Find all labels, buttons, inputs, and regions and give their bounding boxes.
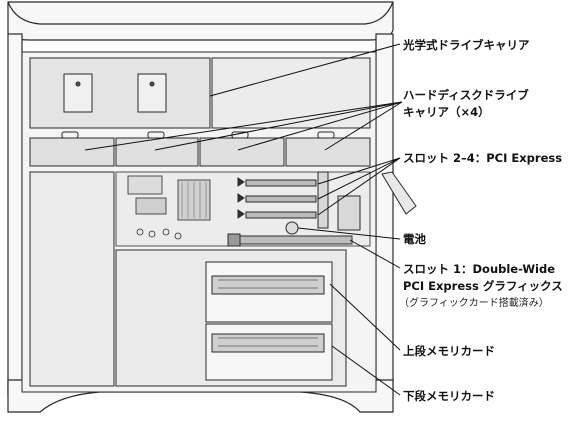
memory-bay [115,249,347,387]
label-slot1-line1: スロット 1：Double-Wide [403,262,556,276]
optical-drive-bays [29,57,371,129]
left-bay [29,171,115,387]
label-battery: 電池 [403,232,426,246]
label-slots-2-4: スロット 2–4：PCI Express [403,151,563,165]
pcie-slot-1 [227,233,353,247]
battery-cell [285,221,299,235]
pcie-slots-2-4 [237,171,361,231]
side-latch [381,171,417,215]
label-hdd-carrier-line1: ハードディスクドライブ [403,88,529,102]
label-lower-memory-card: 下段メモリカード [403,389,495,403]
label-slot1-line2: PCI Express グラフィックス [403,279,563,293]
label-optical-drive-carrier: 光学式ドライブキャリア [403,38,530,52]
label-upper-memory-card: 上段メモリカード [403,344,495,358]
leader-lines [84,43,403,396]
hdd-carriers [29,131,371,167]
label-hdd-carrier-line2: キャリア（×4） [403,105,490,119]
label-slot1-note: （グラフィックカード搭載済み） [399,298,549,309]
